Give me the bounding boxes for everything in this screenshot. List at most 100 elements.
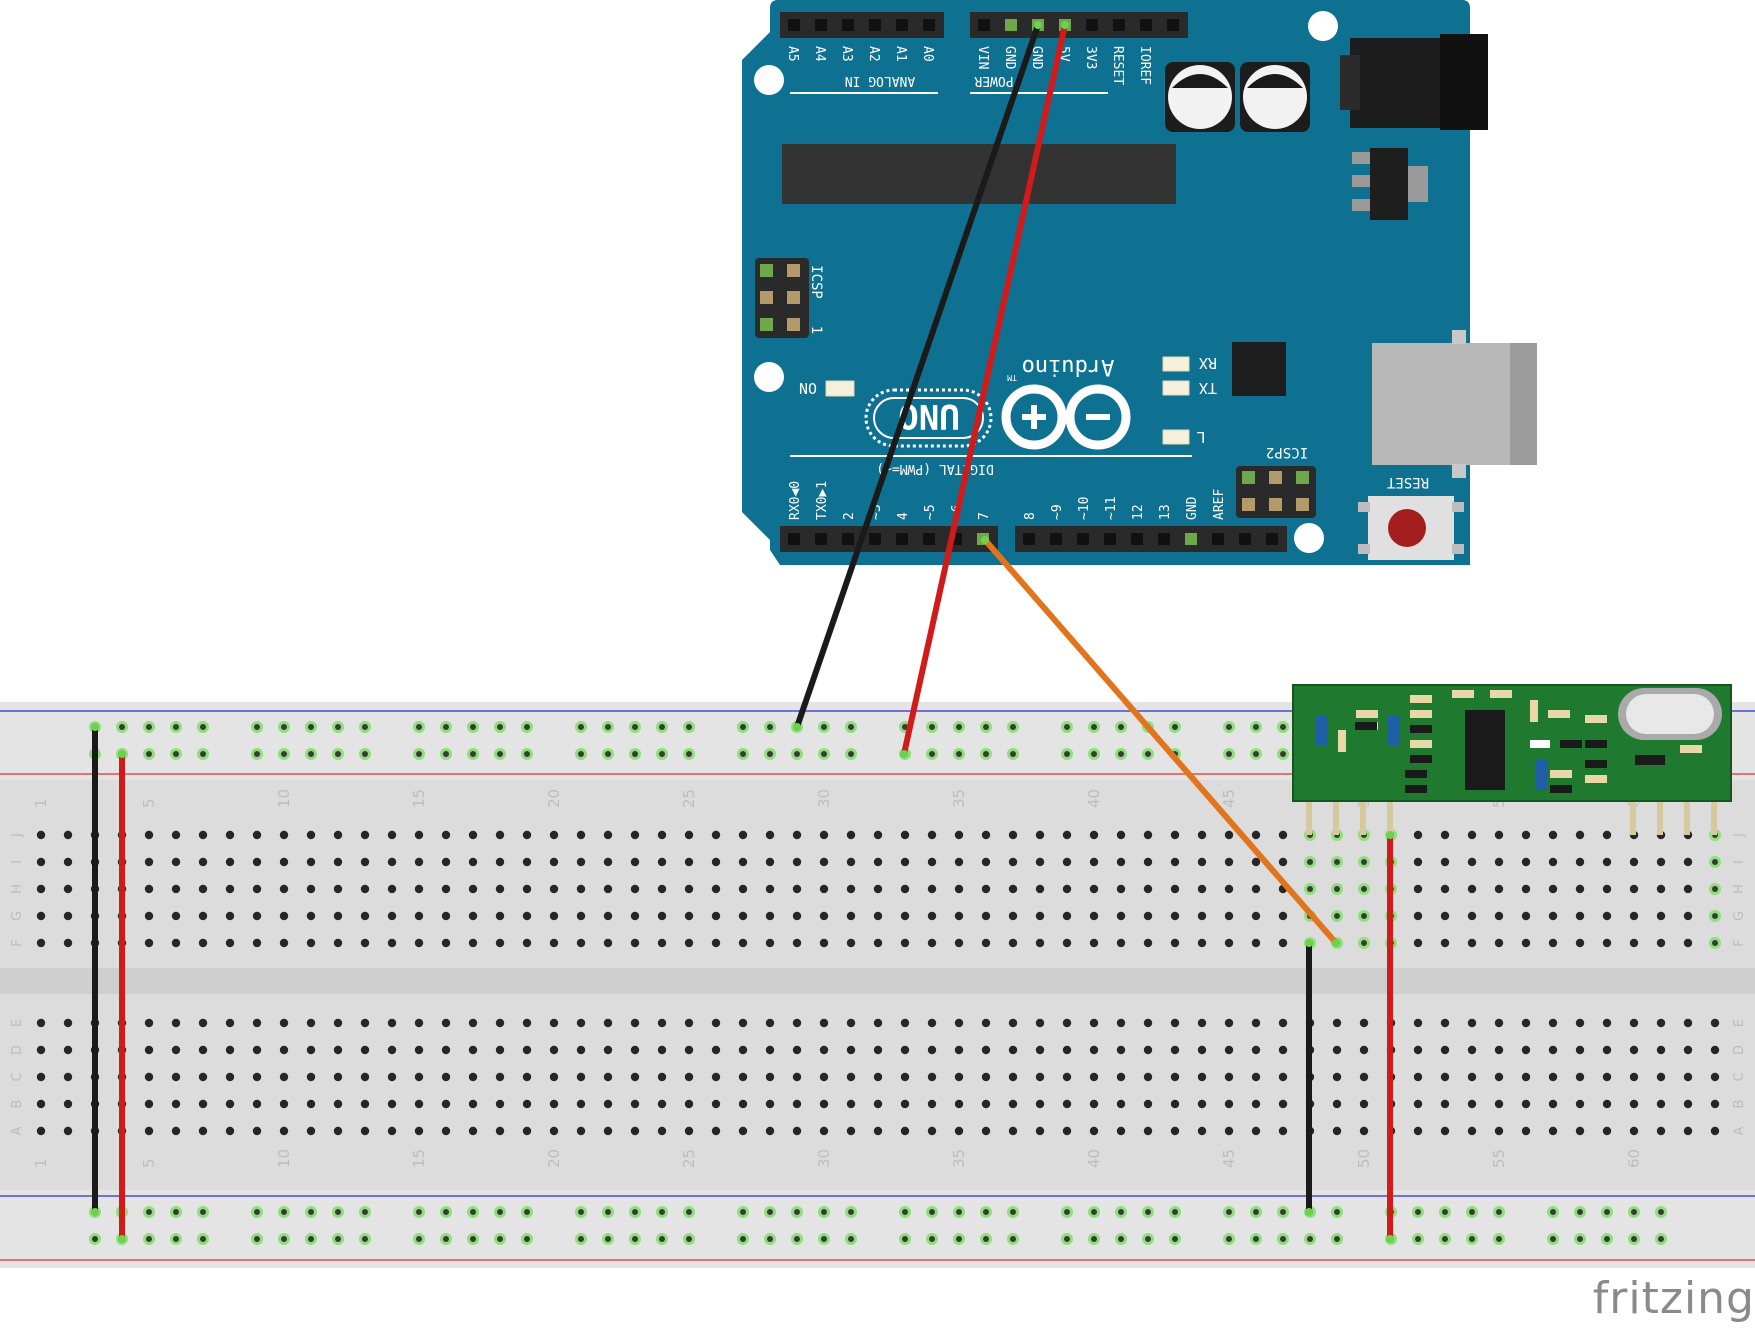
breadboard-hole — [1413, 1099, 1423, 1109]
l-led-label: L — [1196, 428, 1205, 446]
breadboard-hole — [873, 830, 883, 840]
breadboard-hole — [1035, 1018, 1045, 1028]
breadboard-hole — [1278, 1018, 1288, 1028]
header-pin[interactable] — [869, 533, 881, 545]
header-pin[interactable] — [1113, 19, 1125, 31]
breadboard-hole — [927, 1018, 937, 1028]
pin-label: GND — [1029, 46, 1044, 70]
header-pin[interactable] — [1104, 533, 1116, 545]
breadboard-hole — [819, 1072, 829, 1082]
header-pin[interactable] — [815, 533, 827, 545]
wire-gnd-arduino[interactable] — [794, 22, 1041, 730]
breadboard-hole — [1521, 884, 1531, 894]
header-pin[interactable] — [788, 19, 800, 31]
breadboard-hole — [414, 830, 424, 840]
breadboard-hole — [684, 884, 694, 894]
breadboard-hole — [738, 911, 748, 921]
rail-hole-core — [740, 751, 746, 757]
breadboard-hole — [1143, 830, 1153, 840]
breadboard-hole — [1548, 911, 1558, 921]
header-pin[interactable] — [1167, 19, 1179, 31]
breadboard-hole — [1413, 1045, 1423, 1055]
breadboard-hole — [684, 938, 694, 948]
breadboard-hole — [900, 911, 910, 921]
header-pin[interactable] — [1050, 533, 1062, 545]
header-pin[interactable] — [923, 533, 935, 545]
breadboard-hole — [738, 1126, 748, 1136]
header-pin[interactable] — [923, 19, 935, 31]
pin-label: A0 — [920, 46, 935, 62]
breadboard-hole — [981, 1072, 991, 1082]
header-pin[interactable] — [1158, 533, 1170, 545]
breadboard-hole — [1494, 857, 1504, 867]
breadboard-hole — [1683, 1126, 1693, 1136]
breadboard-hole — [576, 1018, 586, 1028]
rail-hole-core — [605, 724, 611, 730]
breadboard-hole — [252, 857, 262, 867]
header-pin[interactable] — [869, 19, 881, 31]
header-pin[interactable] — [1086, 19, 1098, 31]
header-pin[interactable] — [815, 19, 827, 31]
breadboard-hole — [1197, 857, 1207, 867]
breadboard-hole — [1035, 830, 1045, 840]
breadboard-hole — [252, 1018, 262, 1028]
breadboard-hole — [1602, 1099, 1612, 1109]
breadboard-hole — [387, 857, 397, 867]
header-pin[interactable] — [1185, 533, 1197, 545]
breadboard-hole — [171, 830, 181, 840]
header-pin[interactable] — [1023, 533, 1035, 545]
breadboard-hole — [1116, 857, 1126, 867]
header-pin[interactable] — [1140, 19, 1152, 31]
rail-hole-core — [308, 1236, 314, 1242]
breadboard-hole — [738, 1072, 748, 1082]
header-pin[interactable] — [1266, 533, 1278, 545]
breadboard-hole — [63, 1072, 73, 1082]
breadboard-hole — [954, 1045, 964, 1055]
breadboard-hole — [1629, 1045, 1639, 1055]
breadboard-hole — [900, 938, 910, 948]
breadboard-hole — [1062, 1018, 1072, 1028]
header-pin[interactable] — [1005, 19, 1017, 31]
breadboard-hole — [1548, 884, 1558, 894]
breadboard-hole — [927, 857, 937, 867]
breadboard-hole — [279, 1126, 289, 1136]
header-pin[interactable] — [896, 533, 908, 545]
header-pin[interactable] — [842, 533, 854, 545]
breadboard-hole — [1467, 1018, 1477, 1028]
breadboard-hole — [1224, 1126, 1234, 1136]
rail-hole-core — [659, 1236, 665, 1242]
breadboard-hole — [414, 1099, 424, 1109]
pin-label: 4 — [896, 512, 911, 520]
breadboard-hole — [549, 1099, 559, 1109]
breadboard-hole — [1062, 938, 1072, 948]
rail-hole-core — [1064, 751, 1070, 757]
breadboard-hole — [1494, 830, 1504, 840]
rail-hole-core — [470, 1209, 476, 1215]
header-pin[interactable] — [788, 533, 800, 545]
breadboard-hole — [711, 1072, 721, 1082]
breadboard-hole — [1170, 938, 1180, 948]
header-pin[interactable] — [842, 19, 854, 31]
reset-button[interactable] — [1358, 496, 1464, 560]
header-pin[interactable] — [978, 19, 990, 31]
breadboard-hole — [1278, 1045, 1288, 1055]
rail-hole-core — [767, 724, 773, 730]
breadboard-hole — [333, 1126, 343, 1136]
wire-data-pin7[interactable] — [982, 537, 1339, 946]
header-pin[interactable] — [1212, 533, 1224, 545]
breadboard-hole — [495, 1126, 505, 1136]
header-pin[interactable] — [1077, 533, 1089, 545]
breadboard-hole — [414, 884, 424, 894]
breadboard-hole — [549, 938, 559, 948]
breadboard-hole — [954, 911, 964, 921]
breadboard-hole-core — [1361, 940, 1367, 946]
header-pin[interactable] — [1131, 533, 1143, 545]
wire-5v-arduino[interactable] — [901, 22, 1068, 757]
breadboard-hole — [1413, 1018, 1423, 1028]
breadboard-hole — [1521, 830, 1531, 840]
breadboard-hole — [1332, 1072, 1342, 1082]
header-pin[interactable] — [1239, 533, 1251, 545]
header-pin[interactable] — [896, 19, 908, 31]
breadboard-hole — [684, 1072, 694, 1082]
breadboard-hole — [1197, 1045, 1207, 1055]
